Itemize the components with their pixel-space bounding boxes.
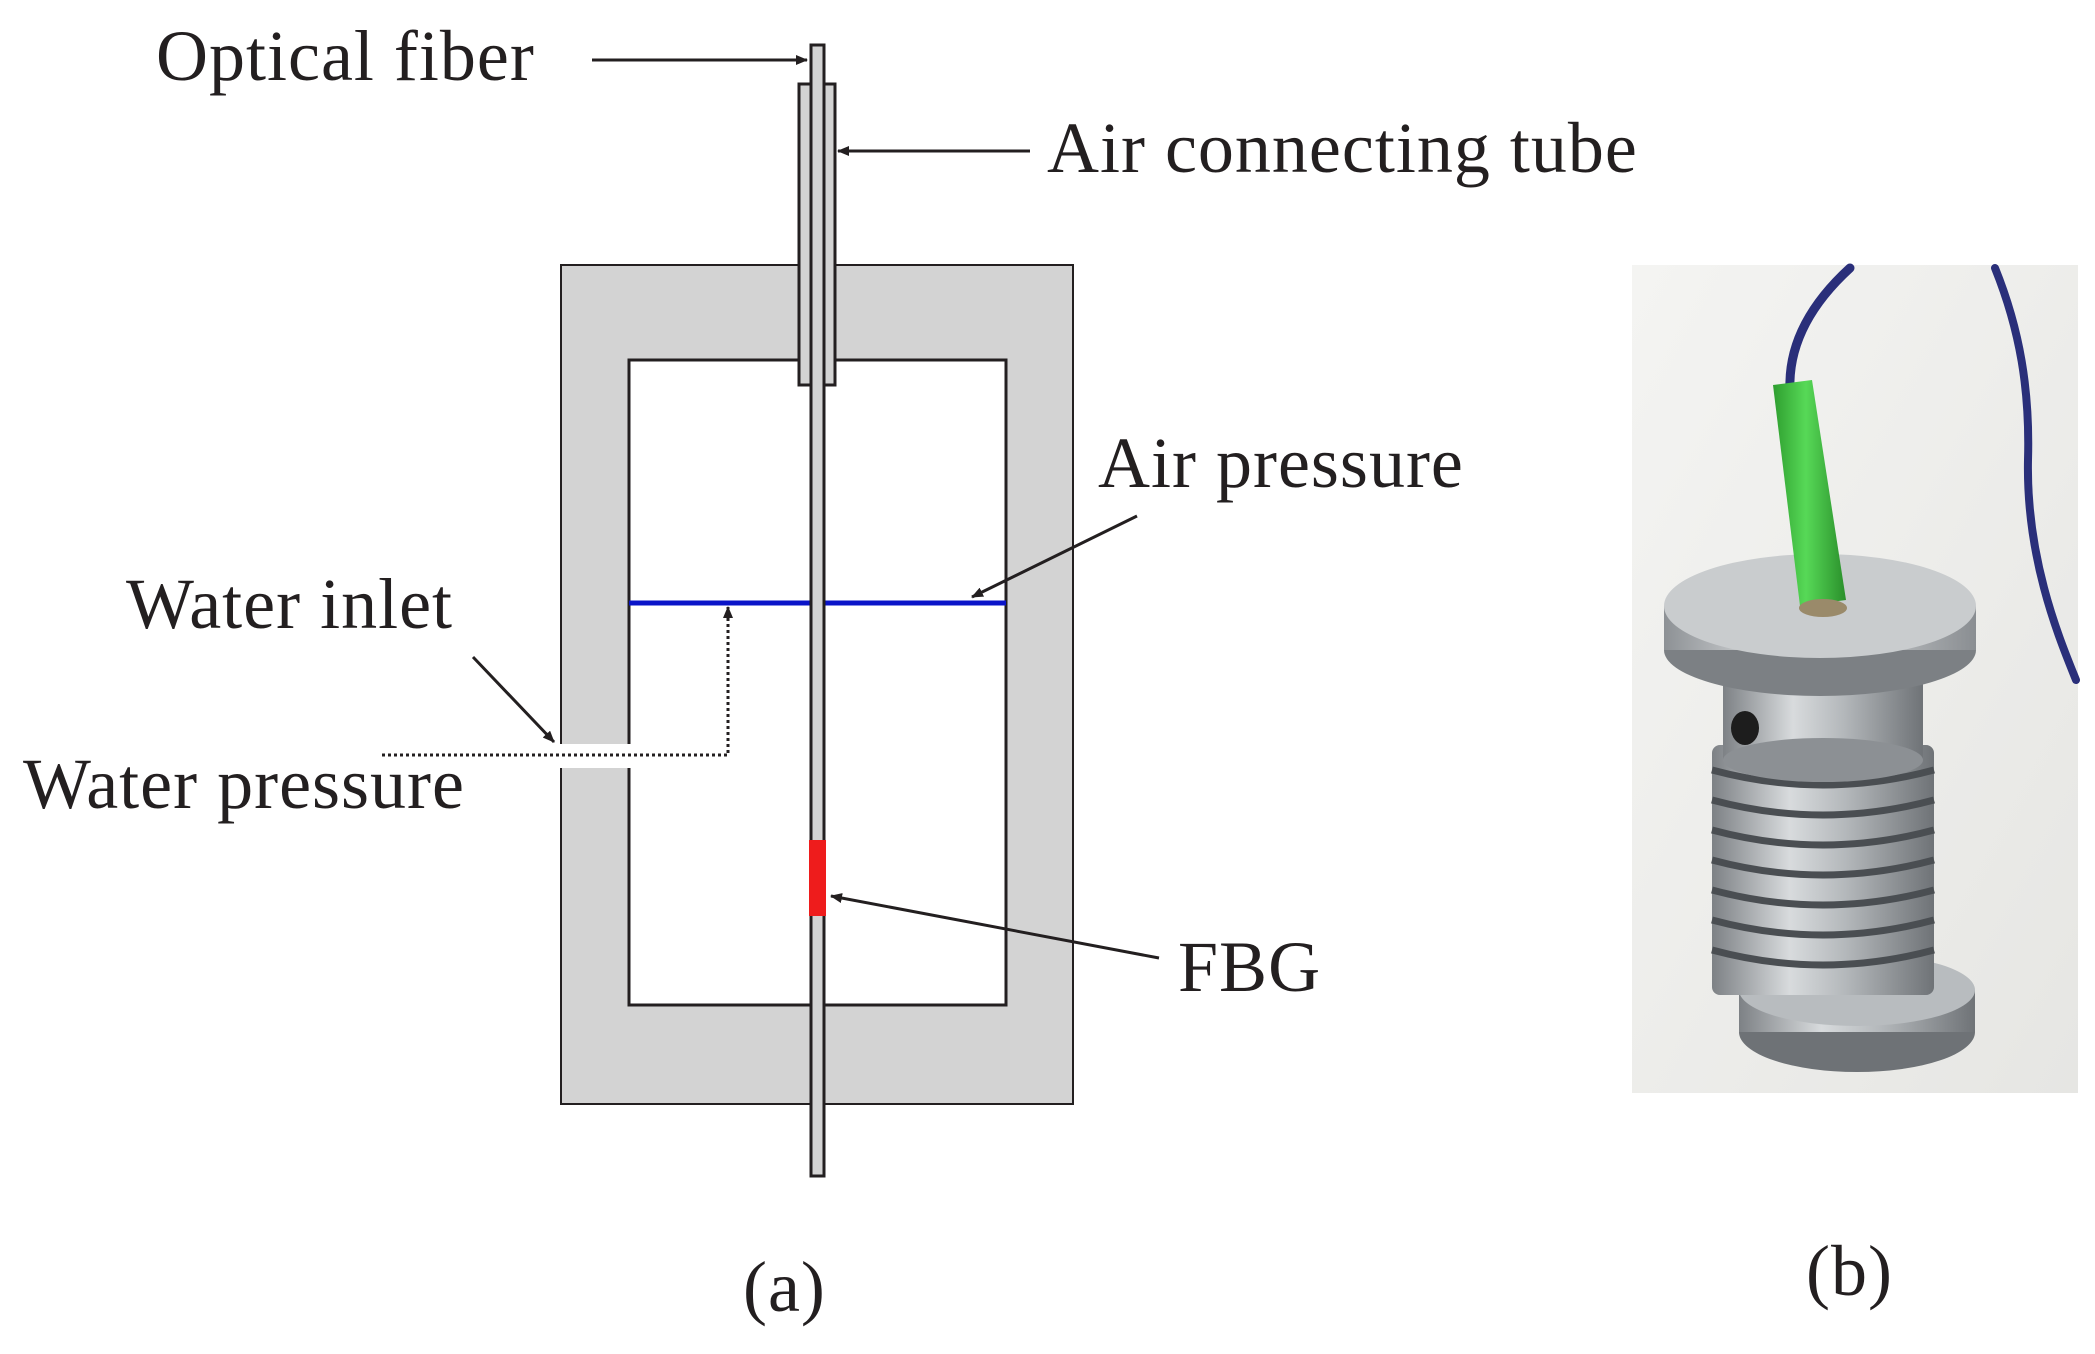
fbg-label: FBG — [1178, 927, 1321, 1007]
air-pressure-label: Air pressure — [1098, 423, 1464, 503]
optical-fiber-label: Optical fiber — [156, 16, 535, 96]
fiber-cable-loop — [1991, 264, 2080, 684]
panel-a-caption: (a) — [743, 1247, 826, 1327]
cable-sleeve — [1773, 380, 1846, 606]
water-pressure-label: Water pressure — [23, 744, 465, 824]
fbg-grating — [809, 840, 826, 916]
water-inlet-arrow — [471, 655, 556, 744]
water-inlet-label: Water inlet — [126, 564, 453, 644]
sensor-photo: (b) — [1632, 263, 2080, 1311]
water-pressure-path — [382, 606, 733, 757]
fbg-arrow — [830, 893, 1160, 960]
air-pressure-arrow — [971, 514, 1138, 599]
panel-b-caption: (b) — [1806, 1231, 1893, 1311]
fiber-cable — [1785, 263, 1855, 395]
air-connecting-tube-label: Air connecting tube — [1047, 108, 1638, 188]
schematic-panel: Optical fiber Air connecting tube Air pr… — [23, 16, 1638, 1327]
optical-fiber — [809, 43, 826, 1178]
